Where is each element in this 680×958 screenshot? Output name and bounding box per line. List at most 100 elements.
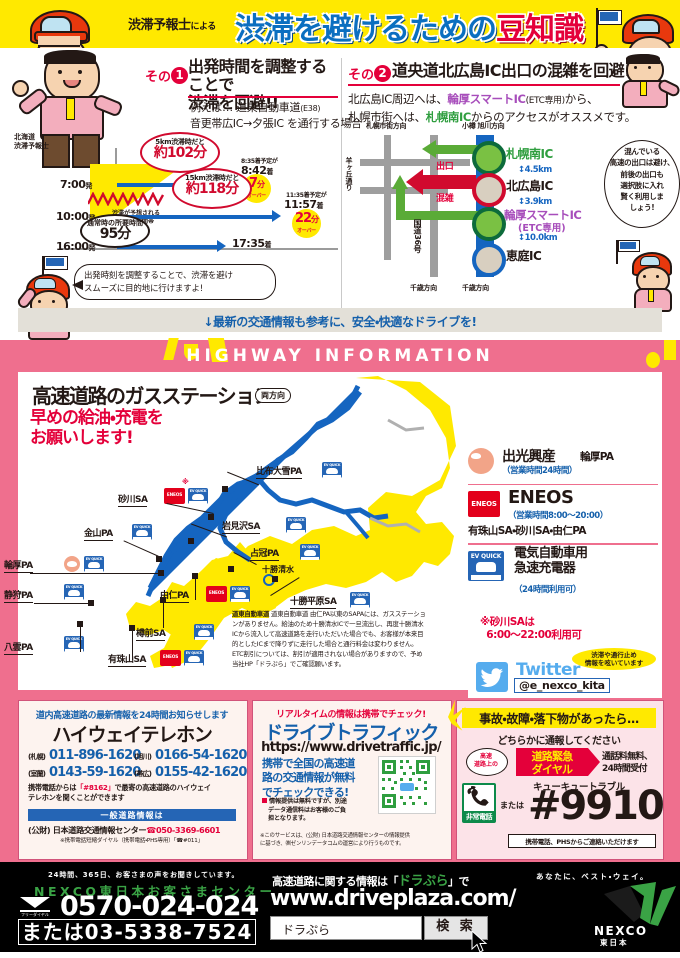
highway-telephone-box [18,700,248,860]
chart-depart-time-0: 7:00発 [60,178,92,191]
decor-spike-2 [184,344,198,360]
chart-bar-head-2 [217,240,226,252]
gray-strip [18,308,662,332]
ev-icon-yakumo: EV QUICK [64,636,84,652]
ev-quick-logo-icon: EV QUICK [468,550,504,581]
twitter-handle[interactable]: @e_nexco_kita [514,678,610,693]
chart-arrival-0: 8:42着 [241,164,273,177]
tel-row-obihiro[interactable]: (帯広) 0155-42-1620 [134,765,247,780]
footer-tel-main[interactable]: 0570-024-024 [60,891,259,922]
emergency-number[interactable]: #9910 [528,783,665,829]
banner-subtitle: 渋滞予報士による [128,14,216,33]
tel-row-asahikawa[interactable]: (旭川) 0166-54-1620 [134,748,247,763]
twitter-bird-icon [476,662,508,692]
twitter-label: Twitter [516,660,580,680]
leader-yakumo [80,624,82,652]
ev-icon-shizukari: EV QUICK [64,584,84,600]
footer-slogan: あなたに、ベスト・ウェイ。 [536,872,650,881]
eneos-icon-yuni: ENEOS [206,586,227,602]
pa-dot-sunagawa [208,514,214,520]
ev-icon-pippu: EV QUICK [322,462,342,478]
tel-bluebar [28,809,236,821]
green-route-2-v [396,187,405,213]
legend-ev-hours: （24時間利用可） [514,584,581,595]
ic-roadmap: 出口 混雑 札幌南IC 北広島IC 輪厚スマートIC (ETC専用) 恵庭IC … [345,122,648,305]
pa-dot-yakumo [77,621,83,627]
pa-label-kanayama: 金山PA [84,526,113,541]
gas-legend: 出光興産 輪厚PA （営業時間24時間） ENEOS ENEOS （営業時間8:… [468,444,658,641]
idemitsu-logo-icon [468,448,494,474]
gas-station-subtitle: 早めの給油・充電をお願いします! [30,408,164,449]
section2-rule [348,84,620,86]
dt-url[interactable]: https://www.drivetraffic.jp/ [261,740,441,755]
section2-speech-text: 混んでいる高速の出口は避け、前後の出口も選択肢に入れ賢く利用しましょう! [609,147,675,213]
direction-bottom-right: 千歳方向 [462,284,489,292]
road-horizontal-1 [360,159,470,166]
ic-dot-sapporo-minami [472,141,506,175]
pa-label-pippu-daisetsu: 比布大雪PA [256,464,302,479]
pa-label-shimukappu: 占冠PA [250,546,279,561]
ic-sapporo-minami: 札幌南IC [425,110,472,125]
section1-title: 出発時間を調整することで渋滞を回避!! [188,57,327,113]
section2-sono-label: その [348,68,375,83]
section1-example-code: (E38) [300,104,321,113]
pa-label-tokachi-heiya: 十勝平原SA [290,594,337,609]
twitter-bubble [572,648,656,670]
section1-example-section: 音更帯広IC→夕張IC を通行する場合 [190,116,362,130]
chart-callout-1: 15km渋滞時だと 約118分 [172,168,252,209]
tel-row-sapporo[interactable]: (札幌) 011-896-1620 [28,748,141,763]
pa-dot-kanayama [156,556,162,562]
emergency-bubble-text: 高速道路上の [473,753,498,768]
legend-item-idemitsu: 出光興産 輪厚PA （営業時間24時間） [468,444,658,480]
legend-divider-1 [468,484,658,486]
ic-wattsu-smart: 輪厚スマートIC [447,92,526,106]
mascot-section2-top [610,46,680,108]
chart-arrival-1: 11:57着 [284,198,324,211]
direction-top-right: 小樽 旭川方向 [462,122,505,130]
footer-url[interactable]: www.driveplaza.com/ [270,886,517,911]
footer-tel-alt[interactable]: または03-5338-7524 [18,919,256,945]
direction-top-left: 札幌市街方向 [366,122,407,130]
gray-strip-text: ↓最新の交通情報も参考に、安全・快適なドライブを! [203,315,477,329]
chart-depart-time-2: 16:00発 [56,240,96,253]
tel-jartic[interactable]: (公財) 日本道路交通情報センター☎050-3369-6601 [28,825,221,835]
tel-jartic-note: ※携帯電話短縮ダイヤル（携帯電話・PHS専用）「☎#011」 [60,838,203,844]
ev-icon-iwamizawa: EV QUICK [286,517,306,533]
footer-mid-line: 高速道路に関する情報は「ドラぷら」で [272,874,470,889]
gas-note-body: 道東自動車道 由仁PA以東のSAPAには、ガスステーションがありません。給油のた… [232,610,426,668]
emergency-or-label: または [500,801,524,810]
footer-center-name: NEXCO東日本お客さまセンター [34,884,276,899]
dt-blurb: 携帯で全国の高速道路の交通情報が無料でチェックできる! [262,757,355,799]
section1-sono-label: その [145,70,172,85]
exit-arrow-red-head [406,169,423,195]
banner-title: 渋滞を避けるための豆知識 [235,4,584,48]
road-name-hitsujigaoka: 羊ヶ丘通り [345,157,353,191]
footer-header: 24時間、365日、お客さまの声をお聞きしています。 [48,871,240,879]
emergency-free-note: 通話料無料、24時間受付 [602,752,653,774]
footer-search-input[interactable] [270,916,422,940]
distance-0: ↕4.5km [518,165,552,175]
ev-icon-kanayama: EV QUICK [132,524,152,540]
emergency-headline: 事故・故障・落下物があったら… [479,712,639,726]
dt-header: リアルタイムの情報は携帯でチェック! [276,710,426,720]
legend-eneos-brand: ENEOS [508,487,574,509]
pa-label-wattsu: 輪厚PA [4,558,33,573]
svg-text:フリーダイヤル: フリーダイヤル [21,911,49,917]
pa-dot-pippu [222,486,228,492]
tel-title: ハイウェイテレホン [52,724,213,746]
vertical-divider [341,58,342,308]
ev-icon-yuni: EV QUICK [230,586,250,602]
pa-label-shizukari: 静狩PA [4,588,33,603]
decor-spike-4 [646,352,660,368]
tel-bluebar-text: 一般道路情報は [100,811,164,820]
tel-row-muroran[interactable]: (室蘭) 0143-59-1620 [28,765,141,780]
free-dial-icon: フリーダイヤル [18,895,52,917]
legend-item-eneos: ENEOS ENEOS （営業時間8:00〜20:00） 有珠山SA・砂川SA・… [468,485,658,543]
emergency-footnote: 携帯電話、PHSからご連絡いただけます [508,834,656,848]
congestion-label: 混雑 [436,194,454,204]
emergency-dial-banner [516,748,588,776]
green-route-2-h [396,211,482,220]
section1-example-road: 例えば… 道東自動車道 [190,101,301,114]
emergency-phone-label: 非常電話 [466,813,493,821]
